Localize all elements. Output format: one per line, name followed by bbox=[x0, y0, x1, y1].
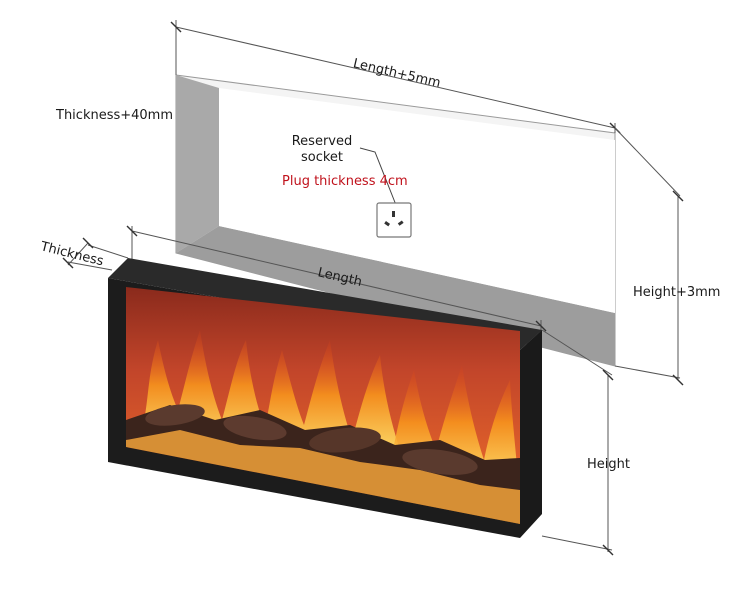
dimension-thickness-plus: Thickness+40mm bbox=[55, 108, 173, 123]
dimension-height: Height bbox=[541, 329, 630, 556]
recess-left-side bbox=[176, 75, 219, 253]
label-height-plus: Height+3mm bbox=[633, 285, 720, 300]
dimension-height-plus: Height+3mm bbox=[614, 127, 720, 386]
wall-socket-icon bbox=[376, 202, 412, 238]
socket-leader-line bbox=[359, 147, 397, 206]
label-reserved: Reserved bbox=[292, 134, 353, 149]
label-thickness: Thickness bbox=[38, 239, 105, 269]
recess-back bbox=[219, 88, 615, 313]
label-length-plus: Length+5mm bbox=[352, 56, 442, 91]
label-socket: socket bbox=[301, 150, 343, 165]
flame-illustration bbox=[126, 330, 520, 524]
label-height: Height bbox=[587, 457, 630, 472]
label-thickness-plus: Thickness+40mm bbox=[55, 108, 173, 123]
electric-fireplace bbox=[108, 258, 542, 538]
reserved-socket-group: Reserved socket Plug thickness 4cm bbox=[282, 134, 412, 238]
fireplace-side bbox=[520, 330, 542, 538]
dimension-thickness: Thickness bbox=[38, 237, 129, 271]
label-plug-thickness: Plug thickness 4cm bbox=[282, 174, 408, 189]
